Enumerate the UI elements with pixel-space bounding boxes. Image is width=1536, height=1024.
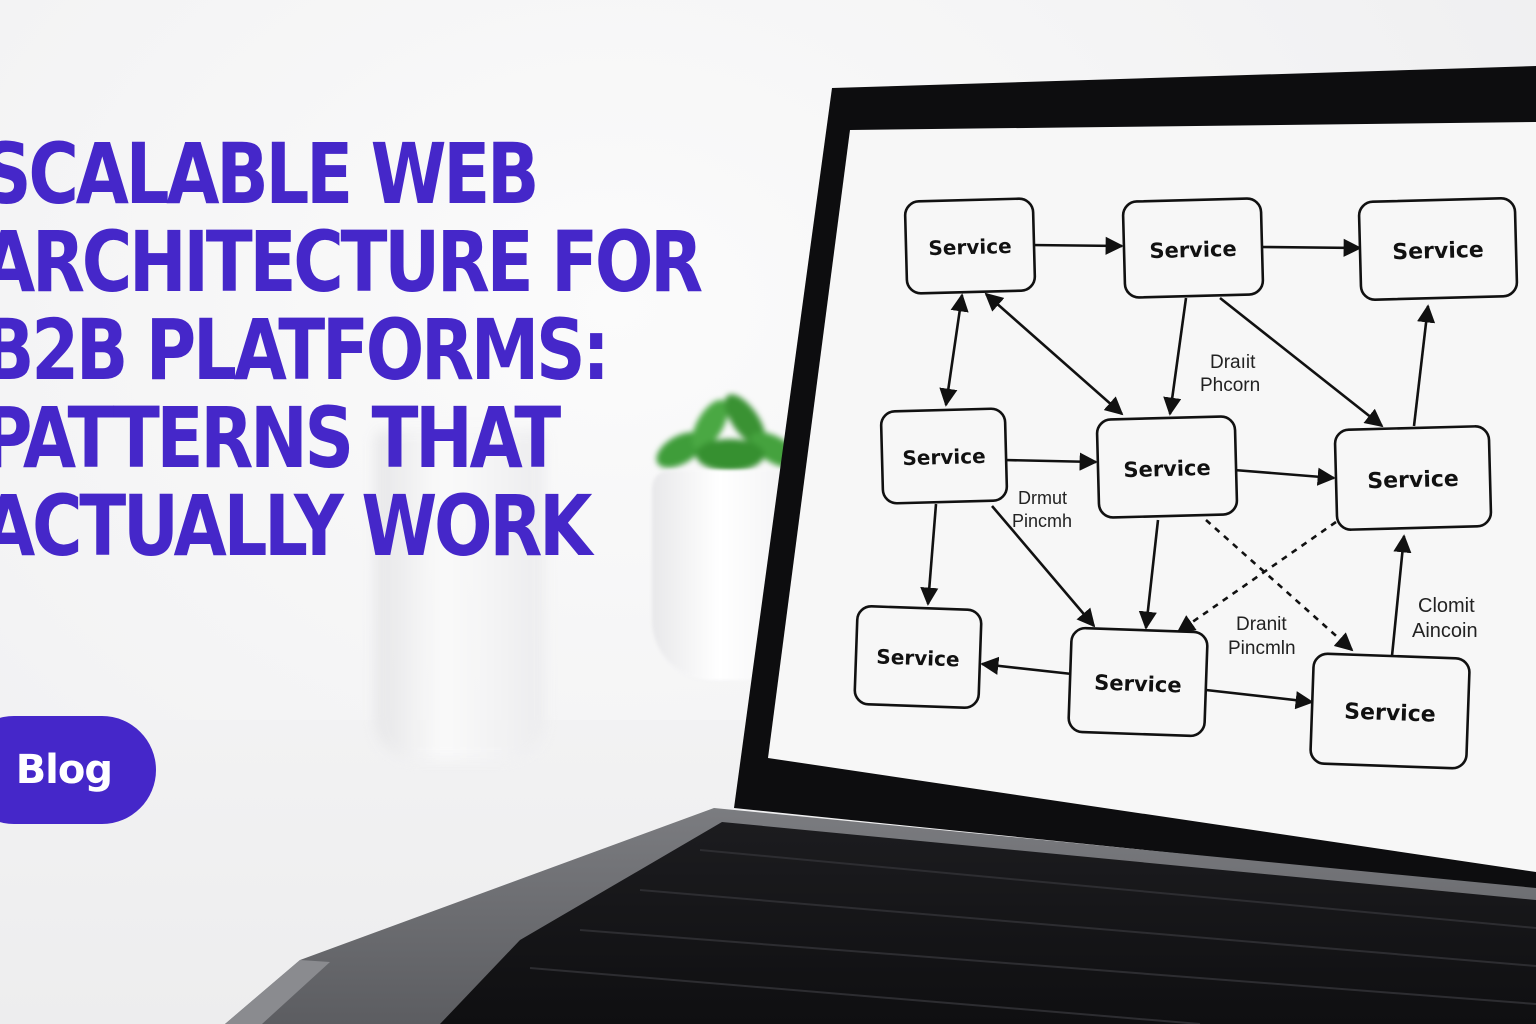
service-label: Service [876, 645, 960, 672]
service-label: Service [1344, 699, 1436, 727]
service-node-8 [1067, 626, 1209, 738]
page-title: SCALABLE WEB ARCHITECTURE FOR B2B PLATFO… [0, 125, 703, 575]
title-line-4: PATTERNS THAT [0, 389, 561, 487]
service-node-6 [1333, 425, 1493, 531]
title-line-5: ACTUALLY WORK [0, 477, 592, 575]
keyboard [440, 822, 1536, 1024]
note-right-line-1: Clomit [1418, 595, 1475, 617]
service-node-4 [879, 407, 1009, 505]
service-label: Service [1367, 467, 1459, 494]
note-top-line-2: Phcorn [1200, 375, 1260, 396]
title-line-1: SCALABLE WEB [0, 125, 540, 223]
note-middle-line-1: Drmut [1018, 488, 1067, 508]
service-label: Service [1392, 238, 1484, 265]
service-node-5 [1095, 415, 1239, 519]
diagram-notes: Draıit Phcorn Drmut Pincmh Dranit Pincml… [1012, 352, 1478, 659]
service-label: Service [1149, 237, 1237, 263]
architecture-diagram [853, 197, 1519, 770]
service-labels: Service Service Service Service Service … [876, 234, 1484, 728]
note-right-line-2: Aincoin [1412, 620, 1478, 642]
blog-badge[interactable]: Blog [0, 716, 156, 824]
title-line-3: B2B PLATFORMS: [0, 301, 610, 399]
service-node-1 [903, 197, 1037, 295]
blurred-cup [375, 430, 545, 760]
service-label: Service [1123, 456, 1211, 482]
service-label: Service [902, 444, 986, 470]
laptop-front-edge [225, 960, 330, 1024]
note-middle-line-2: Pincmh [1012, 511, 1072, 531]
note-bottom-line-1: Dranit [1236, 614, 1287, 635]
key-grid [529, 849, 1536, 1024]
service-label: Service [1094, 670, 1182, 697]
title-line-2: ARCHITECTURE FOR [0, 213, 703, 311]
plant-leaves-icon [656, 394, 801, 471]
service-node-9 [1309, 652, 1471, 770]
service-label: Service [928, 234, 1012, 260]
service-node-2 [1121, 197, 1265, 299]
note-top-line-1: Draıit [1210, 352, 1256, 373]
service-node-3 [1357, 197, 1519, 301]
note-bottom-line-2: Pincmln [1228, 638, 1296, 659]
service-node-7 [853, 605, 983, 709]
